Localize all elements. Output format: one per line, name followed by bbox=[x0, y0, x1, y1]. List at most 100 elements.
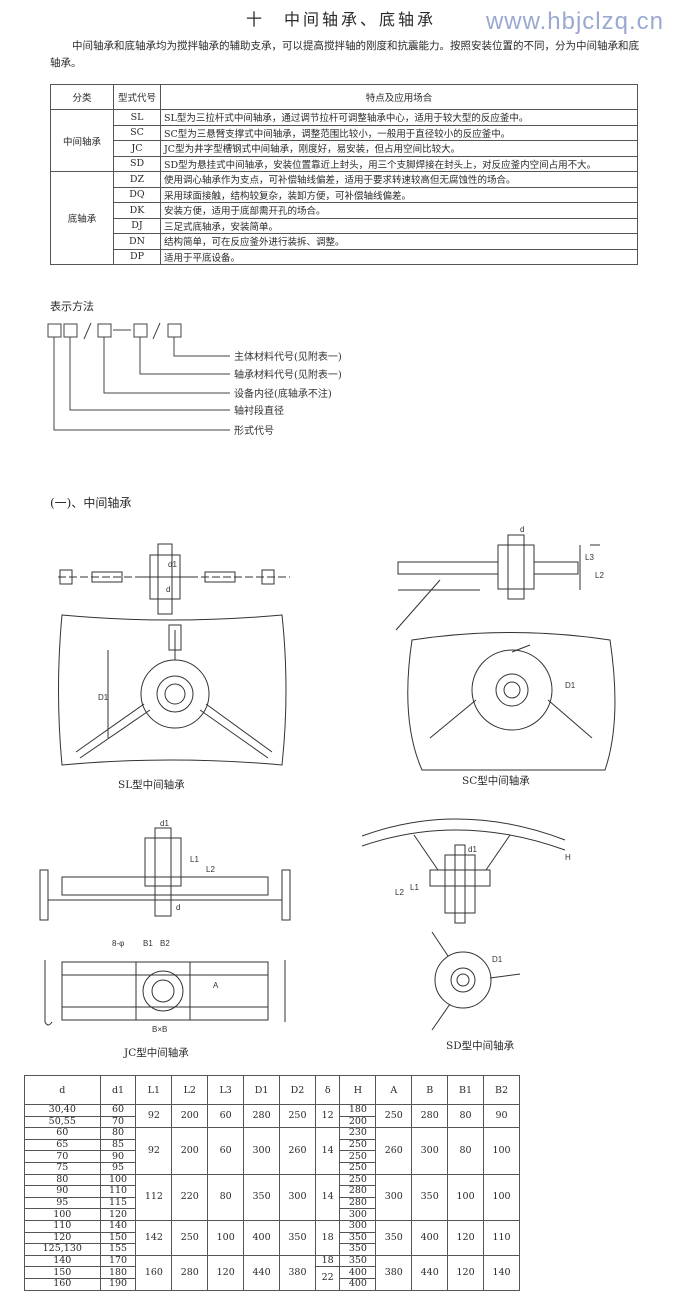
cell-H: 230 bbox=[339, 1127, 377, 1140]
cell-d: 65 bbox=[24, 1138, 101, 1152]
cell-d: 150 bbox=[24, 1266, 101, 1279]
cell-B1: 80 bbox=[447, 1103, 485, 1129]
dim-header: B1 bbox=[447, 1075, 485, 1105]
label-D1: D1 bbox=[98, 693, 109, 702]
cell-delta: 14 bbox=[314, 1127, 341, 1175]
cell-L2: 200 bbox=[171, 1127, 209, 1175]
cell-H: 250 bbox=[339, 1161, 377, 1175]
notation-label-5: 形式代号 bbox=[234, 424, 274, 437]
cell-d1: 140 bbox=[99, 1219, 137, 1233]
label-B2: B2 bbox=[160, 939, 170, 948]
dim-header: B2 bbox=[483, 1075, 520, 1105]
cell-D2: 350 bbox=[279, 1219, 316, 1256]
cell-d: 160 bbox=[24, 1277, 101, 1291]
label-L2: L2 bbox=[595, 571, 604, 580]
table-row: 60 80 92 200 60 300 260 14 230 260 300 8… bbox=[24, 1127, 520, 1175]
dimension-table: d d1 L1 L2 L3 D1 D2 δ H A B B1 B2 30,40 … bbox=[24, 1075, 520, 1291]
label-d-sc: d bbox=[520, 525, 524, 534]
label-L2-sd: L2 bbox=[395, 888, 404, 897]
cell-H: 280 bbox=[339, 1185, 377, 1198]
cell-L1: 92 bbox=[135, 1103, 173, 1129]
cell-A: 300 bbox=[375, 1173, 413, 1221]
label-L2-jc: L2 bbox=[206, 865, 215, 874]
cell-L3: 120 bbox=[207, 1254, 245, 1291]
cell-d1: 60 bbox=[99, 1104, 137, 1117]
cell-A: 250 bbox=[375, 1103, 413, 1129]
dim-header: d1 bbox=[99, 1075, 137, 1105]
cell-d: 120 bbox=[24, 1231, 101, 1245]
cell-B2: 100 bbox=[483, 1127, 520, 1175]
cell-d: 60 bbox=[24, 1127, 101, 1140]
cell-d1: 170 bbox=[99, 1254, 137, 1268]
cell-L1: 142 bbox=[135, 1219, 173, 1256]
header-code: 型式代号 bbox=[113, 84, 161, 110]
dim-header: D2 bbox=[279, 1075, 316, 1105]
cell-D1: 440 bbox=[243, 1254, 281, 1291]
dim-header: B bbox=[411, 1075, 449, 1105]
label-D1-sc: D1 bbox=[565, 681, 576, 690]
cell-H: 350 bbox=[339, 1243, 377, 1256]
dim-header-row: d d1 L1 L2 L3 D1 D2 δ H A B B1 B2 bbox=[24, 1075, 520, 1105]
cell-D1: 400 bbox=[243, 1219, 281, 1256]
cell-H: 400 bbox=[339, 1277, 377, 1291]
dim-header: d bbox=[24, 1075, 101, 1105]
cell-B: 440 bbox=[411, 1254, 449, 1291]
dim-header: L2 bbox=[171, 1075, 209, 1105]
notation-heading: 表示方法 bbox=[50, 300, 94, 313]
cell-d1: 80 bbox=[99, 1127, 137, 1140]
cell-d1: 95 bbox=[99, 1161, 137, 1175]
cell-delta: 18 bbox=[314, 1254, 341, 1268]
cell-d: 95 bbox=[24, 1196, 101, 1210]
sl-front-view bbox=[58, 543, 290, 615]
cell-L2: 280 bbox=[171, 1254, 209, 1291]
cell-H: 280 bbox=[339, 1196, 377, 1210]
sd-plan-view bbox=[431, 931, 521, 1031]
cell-d: 30,40 bbox=[24, 1104, 101, 1117]
cell-D1: 350 bbox=[243, 1173, 281, 1221]
cell-B2: 110 bbox=[483, 1219, 520, 1256]
cell-d1: 180 bbox=[99, 1266, 137, 1279]
cell-H: 350 bbox=[339, 1231, 377, 1245]
table-row: 160 190 400 bbox=[24, 1277, 520, 1291]
sc-plan-view bbox=[407, 632, 616, 771]
cell-d1: 150 bbox=[99, 1231, 137, 1245]
cell-B1: 120 bbox=[447, 1219, 485, 1256]
cell-delta: 12 bbox=[314, 1103, 341, 1129]
cell-L2: 220 bbox=[171, 1173, 209, 1221]
label-d1: d1 bbox=[168, 560, 177, 569]
label-B1: B1 bbox=[143, 939, 153, 948]
caption-sd: SD型中间轴承 bbox=[446, 1040, 515, 1052]
label-d: d bbox=[166, 585, 170, 594]
cell-A: 350 bbox=[375, 1219, 413, 1256]
cell-d1: 100 bbox=[99, 1173, 137, 1187]
cell-H: 350 bbox=[339, 1254, 377, 1268]
cell-B2: 90 bbox=[483, 1103, 520, 1129]
cell-d1: 110 bbox=[99, 1185, 137, 1198]
cell-L3: 60 bbox=[207, 1127, 245, 1175]
dim-header: δ bbox=[314, 1075, 341, 1105]
cell-H: 250 bbox=[339, 1138, 377, 1152]
intro-paragraph: 中间轴承和底轴承均为搅拌轴承的辅助支承，可以提高搅拌轴的刚度和抗震能力。按照安装… bbox=[50, 40, 639, 69]
cell-H: 300 bbox=[339, 1208, 377, 1221]
cell-D2: 260 bbox=[279, 1127, 316, 1175]
cell-H: 400 bbox=[339, 1266, 377, 1279]
sd-front-view bbox=[361, 818, 566, 924]
cell-B1: 80 bbox=[447, 1127, 485, 1175]
cell-D2: 300 bbox=[279, 1173, 316, 1221]
cell-B1: 120 bbox=[447, 1254, 485, 1291]
watermark-url: www.hbjclzq.cn bbox=[485, 8, 664, 35]
dim-header: L3 bbox=[207, 1075, 245, 1105]
table-row: 50,55 70 200 bbox=[24, 1115, 520, 1129]
label-d1-jc: d1 bbox=[160, 819, 169, 828]
notation-label-1: 主体材料代号(见附表一) bbox=[234, 350, 342, 363]
cell-d1: 90 bbox=[99, 1150, 137, 1163]
cell-B: 400 bbox=[411, 1219, 449, 1256]
cell-delta: 22 bbox=[314, 1266, 341, 1291]
section-heading: (一)、中间轴承 bbox=[50, 496, 132, 510]
cell-B: 280 bbox=[411, 1103, 449, 1129]
table-row: 80 100 112 220 80 350 300 14 250 300 350… bbox=[24, 1173, 520, 1221]
